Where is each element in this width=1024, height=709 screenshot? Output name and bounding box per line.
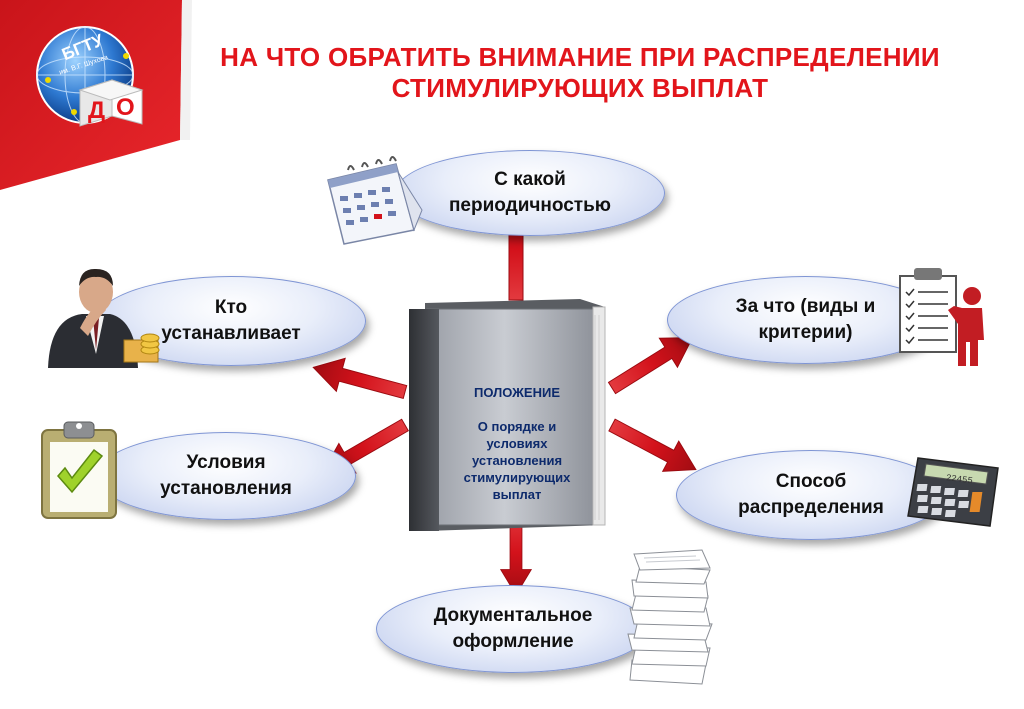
logo-cube: Д О xyxy=(78,79,144,127)
businessman-icon xyxy=(48,268,160,368)
book-title: ПОЛОЖЕНИЕ О порядке и условиях установле… xyxy=(447,367,587,520)
university-logo: БГТУ им. В.Г. Шухова Д О xyxy=(36,26,144,127)
calendar-icon xyxy=(327,156,423,245)
node-documentation: Документальное оформление xyxy=(376,585,650,673)
book-body: О порядке и условиях установления стимул… xyxy=(463,419,571,502)
arrow-right-lower xyxy=(603,409,705,486)
node-distribution-method-label: Способ распределения xyxy=(738,471,884,518)
node-criteria-label: За что (виды и критерии) xyxy=(735,296,876,343)
node-periodicity: С какой периодичностью xyxy=(395,150,665,236)
paper-stack-icon xyxy=(627,549,713,685)
clipboard-check-icon xyxy=(41,421,117,519)
node-conditions-label: Условия установления xyxy=(160,452,292,499)
node-periodicity-label: С какой периодичностью xyxy=(448,169,612,216)
node-distribution-method: Способ распределения xyxy=(676,450,946,540)
node-conditions: Условия установления xyxy=(96,432,356,520)
regulation-book xyxy=(409,299,606,531)
node-criteria: За что (виды и критерии) xyxy=(667,276,944,364)
logo-cube-letter-d: Д xyxy=(88,97,105,124)
node-documentation-label: Документальное оформление xyxy=(433,605,593,652)
logo-cube-letter-o: О xyxy=(116,94,135,121)
presenter-board-icon xyxy=(899,268,984,366)
calculator-display: 22455 xyxy=(945,473,973,486)
book-heading: ПОЛОЖЕНИЕ xyxy=(473,385,561,400)
page-title: НА ЧТО ОБРАТИТЬ ВНИМАНИЕ ПРИ РАСПРЕДЕЛЕН… xyxy=(220,42,940,103)
arrow-left-upper xyxy=(308,350,410,409)
calculator-icon: 22455 xyxy=(907,457,999,527)
node-who-sets-label: Кто устанавливает xyxy=(161,297,301,344)
